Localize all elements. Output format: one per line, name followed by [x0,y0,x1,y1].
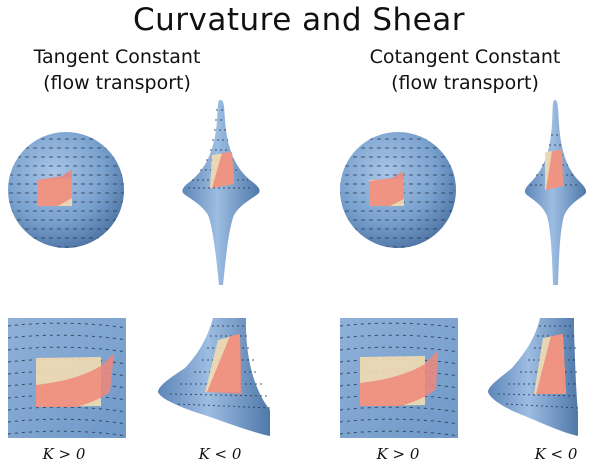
pseudosphere-tangent [182,100,260,285]
figure-title: Curvature and Shear [133,2,465,38]
pseudosphere-cotangent [524,100,587,285]
panel-label-tangent-line2: (flow transport) [43,72,191,94]
closeup-pseudosphere-cotangent [488,318,579,436]
panel-label-cotangent: Cotangent Constant (flow transport) [350,44,580,96]
closeup-sphere-cotangent [339,318,459,438]
closeup-pseudosphere-tangent [158,318,271,436]
curvature-label-3: K > 0 [376,445,420,463]
sphere-tangent [8,132,124,248]
panel-label-cotangent-line2: (flow transport) [391,72,539,94]
sphere-cotangent [340,132,456,248]
curvature-label-4: K < 0 [534,445,578,463]
panel-label-tangent: Tangent Constant (flow transport) [2,44,232,96]
curvature-label-1: K > 0 [42,445,86,463]
panel-label-cotangent-line1: Cotangent Constant [369,46,561,68]
panel-label-tangent-line1: Tangent Constant [33,46,201,68]
closeup-sphere-tangent [7,318,127,438]
curvature-label-2: K < 0 [198,445,242,463]
